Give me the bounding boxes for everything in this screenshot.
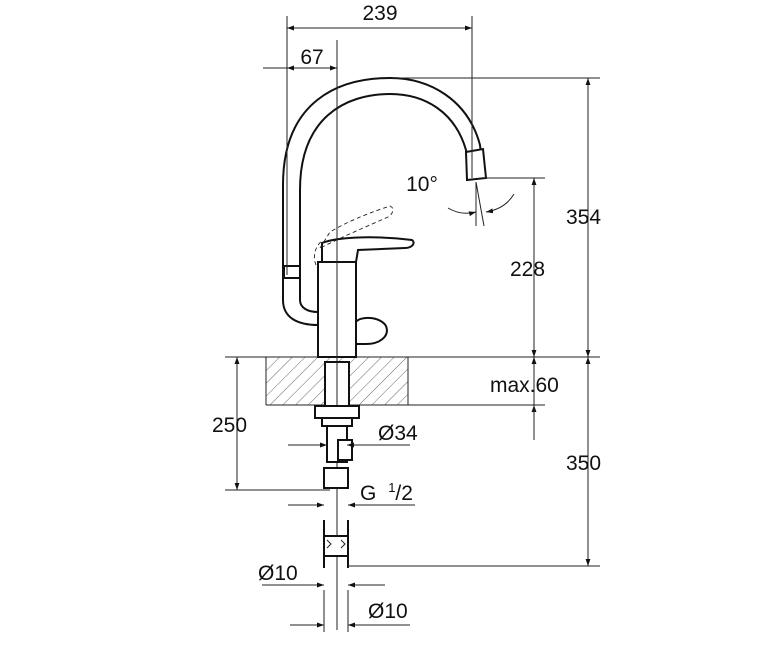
dimension-239: 239 [286,2,473,275]
dimension-d10-lower: Ø10 [290,600,410,628]
dim-spout-height: 228 [510,258,545,281]
dim-offset: 67 [300,46,323,69]
supply-hoses [323,467,349,632]
thread-label: G [360,482,376,505]
angle-10: 10° [406,173,515,227]
dimension-67: 67 [263,46,337,71]
dim-total-reach: 239 [362,2,397,25]
dimension-228: 228 [484,177,545,357]
dimension-max60: max.60 [490,357,559,440]
dim-total-height: 354 [566,206,601,229]
dimension-350: 350 [348,357,601,567]
dimension-250: 250 [212,357,330,491]
dim-hose-length: 350 [566,452,601,475]
dimension-d10-upper: Ø10 [258,562,385,588]
dim-angle: 10° [406,173,438,196]
dimension-354: 354 [392,77,601,357]
faucet-body [282,76,488,358]
dim-max-thickness: max.60 [490,374,559,397]
dim-pipe1-diameter: Ø10 [258,562,298,585]
thread-den: /2 [395,482,413,505]
dim-shank-diameter: Ø34 [378,422,418,445]
dimension-thread: G 1/2 [288,480,415,508]
dim-below-height: 250 [212,414,247,437]
thread-num: 1 [388,480,395,495]
dimension-d34: Ø34 [288,422,418,448]
dim-pipe2-diameter: Ø10 [368,600,408,623]
svg-text:G 1/2: G 1/2 [360,480,413,505]
